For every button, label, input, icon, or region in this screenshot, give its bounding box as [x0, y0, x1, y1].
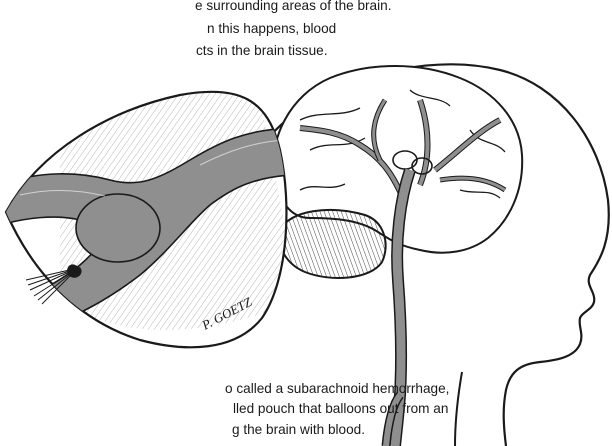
cerebellum	[279, 210, 385, 278]
magnified-inset	[0, 90, 300, 348]
top-text-line-3: cts in the brain tissue.	[196, 42, 327, 60]
neck-outline	[455, 372, 462, 446]
aneurysm-sac	[76, 194, 160, 262]
top-text-line-2: n this happens, blood	[207, 20, 336, 38]
bottom-text-line-1: o called a subarachnoid hemorrhage,	[225, 380, 449, 398]
bottom-text-line-2: lled pouch that balloons out from an	[233, 400, 448, 418]
top-text-line-1: e surrounding areas of the brain.	[195, 0, 391, 15]
bottom-text-line-3: g the brain with blood.	[232, 421, 365, 439]
